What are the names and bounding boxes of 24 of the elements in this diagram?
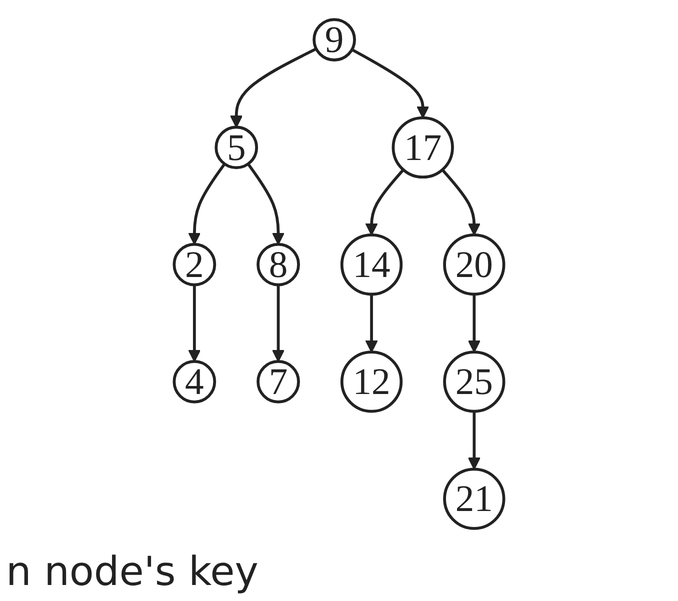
arrow <box>351 48 430 118</box>
arrow <box>365 294 378 353</box>
arrow <box>246 163 285 245</box>
node-circle: 9 <box>312 18 356 62</box>
arrow <box>272 284 285 362</box>
arrow <box>468 411 481 470</box>
arrow <box>188 163 226 245</box>
arrow <box>188 284 201 362</box>
arrow <box>468 294 481 353</box>
node-circle: 4 <box>172 360 216 404</box>
arrow <box>365 168 404 236</box>
node-circle: 2 <box>172 242 216 286</box>
node-circle: 25 <box>443 350 506 413</box>
node-circle: 8 <box>256 242 300 286</box>
node-circle: 14 <box>340 234 403 296</box>
node-circle: 7 <box>256 360 300 404</box>
node-circle: 21 <box>443 468 506 530</box>
arrow <box>230 48 317 128</box>
node-circle: 5 <box>214 126 258 170</box>
arrow <box>441 168 481 236</box>
node-circle: 20 <box>443 234 506 296</box>
note-text: n node's key <box>6 549 258 595</box>
node-circle: 17 <box>392 116 454 179</box>
node-circle: 12 <box>340 350 403 413</box>
